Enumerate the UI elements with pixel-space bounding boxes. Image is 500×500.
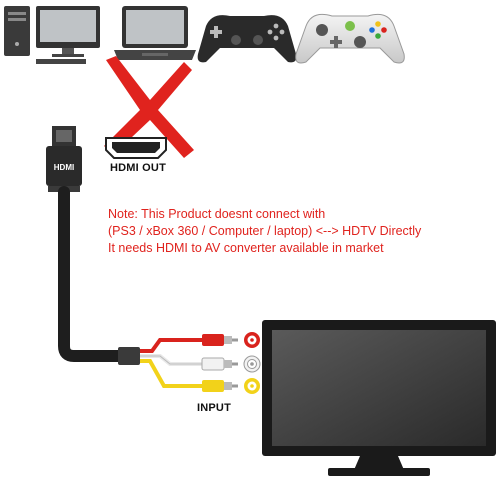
note-line-2: (PS3 / xBox 360 / Computer / laptop) <--… [108, 224, 422, 238]
rca-plug-red [202, 334, 238, 346]
compatibility-note: Note: This Product doesnt connect with (… [108, 206, 488, 257]
desktop-computer-icon [4, 6, 100, 64]
hdmi-port-icon [105, 137, 167, 159]
hdmi-plug-icon: HDMI [46, 126, 82, 192]
note-line-1: Note: This Product doesnt connect with [108, 207, 326, 221]
rca-jack-white-icon [243, 355, 261, 373]
note-line-3: It needs HDMI to AV converter available … [108, 241, 384, 255]
not-supported-cross-icon [104, 56, 194, 158]
ps3-controller-icon [197, 15, 297, 63]
rca-wires [140, 338, 204, 388]
rca-plug-white [201, 357, 238, 371]
rca-plug-yellow [202, 380, 238, 392]
cable-splitter [118, 347, 140, 365]
xbox-360-controller-icon [295, 13, 405, 64]
hdmi-out-label: HDMI OUT [110, 162, 166, 174]
rca-jack-yellow-icon [244, 378, 260, 394]
rca-jack-red-icon [244, 332, 260, 348]
laptop-icon [114, 6, 196, 60]
television-icon [262, 320, 496, 476]
hdmi-cable [58, 186, 126, 362]
input-label: INPUT [197, 402, 231, 414]
hdmi-plug-label: HDMI [54, 163, 74, 172]
